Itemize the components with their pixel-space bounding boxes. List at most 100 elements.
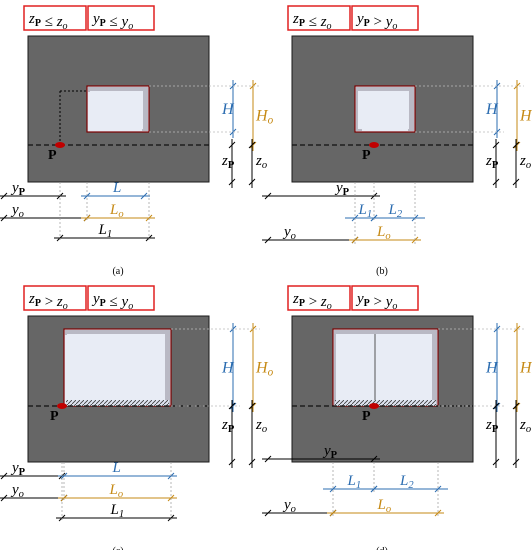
dimension-tick — [434, 485, 442, 493]
point-p-label: P — [50, 409, 59, 424]
condition-badge-y-text: yP ≤ yo — [91, 11, 133, 32]
condition-badge-z-text: zP > zo — [28, 291, 68, 312]
symbol: y — [91, 291, 100, 307]
label-Lo-base: L — [376, 224, 385, 240]
dimension-tick — [248, 458, 256, 466]
condition-badge-y: yP ≤ yo — [87, 285, 155, 312]
symbol: z — [320, 14, 327, 30]
dimension-tick — [249, 402, 257, 410]
label-L: L — [112, 460, 121, 476]
symbol: y — [120, 294, 129, 310]
label-Ho-base: H — [255, 360, 269, 377]
condition-badge-y-text: yP > yo — [355, 291, 397, 312]
label-L2-base: L — [388, 202, 397, 218]
label-L2-sub: 2 — [397, 209, 403, 220]
condition-badge-y-box — [351, 5, 419, 31]
dimension-tick — [434, 509, 442, 517]
label-Lo: Lo — [109, 202, 124, 220]
label-Lo-base: L — [377, 497, 386, 513]
label-yP: yP — [334, 180, 350, 198]
label-zP: zP — [221, 153, 235, 171]
zP-dimension — [228, 400, 236, 468]
label-zP-base: z — [485, 153, 492, 169]
dimension-tick — [512, 402, 520, 410]
label-zP-sub: P — [228, 424, 235, 435]
label-Lo-base: L — [109, 202, 118, 218]
symbol-sub: o — [63, 21, 68, 32]
window-side-reveal — [431, 330, 437, 405]
symbol: y — [355, 291, 364, 307]
window-side-reveal — [164, 330, 170, 405]
symbol: y — [120, 14, 129, 30]
condition-badge-y-box — [87, 5, 155, 31]
symbol-sub: o — [63, 301, 68, 312]
symbol: y — [91, 11, 100, 27]
point-p-label: P — [362, 148, 371, 163]
dimension-tick — [370, 485, 378, 493]
label-yo-sub: o — [19, 209, 24, 220]
dimension-tick — [492, 402, 500, 410]
operator: > — [45, 294, 53, 310]
condition-badge-z-box — [23, 285, 87, 311]
condition-badge-z: zP > zo — [287, 285, 351, 312]
symbol: z — [292, 291, 299, 307]
symbol-sub: P — [364, 18, 370, 29]
point-p-marker — [369, 142, 379, 148]
condition-badge-y: yP ≤ yo — [87, 5, 155, 32]
zo-dimension — [248, 400, 256, 468]
label-H: H — [221, 360, 235, 377]
dimension-tick — [492, 141, 500, 149]
label-Lo: Lo — [377, 497, 392, 515]
label-yP-sub: P — [19, 187, 26, 198]
dimension-tick — [0, 494, 8, 502]
condition-badge-y-text: yP > yo — [355, 11, 397, 32]
label-Ho: Ho — [519, 108, 532, 127]
label-yP-base: y — [10, 460, 19, 476]
label-Lo-base: L — [109, 482, 118, 498]
label-zo-base: z — [519, 417, 526, 433]
dimension-tick — [248, 178, 256, 186]
symbol-sub: o — [327, 301, 332, 312]
label-L1: L1 — [110, 502, 125, 520]
label-zP: zP — [221, 417, 235, 435]
label-Lo-sub: o — [386, 504, 391, 515]
dimension-tick — [248, 402, 256, 410]
symbol-sub: P — [100, 18, 106, 29]
condition-badge-y-text: yP ≤ yo — [91, 291, 133, 312]
symbol-sub: P — [364, 298, 370, 309]
label-Ho: Ho — [519, 360, 532, 379]
condition-badge-z: zP ≤ zo — [23, 5, 87, 32]
label-L1-sub: 1 — [119, 509, 124, 520]
symbol-sub: P — [35, 298, 41, 309]
dimension-tick — [264, 509, 272, 517]
label-Ho-base: H — [255, 108, 269, 125]
window-sill-hatch — [66, 400, 169, 406]
H-dimension — [493, 323, 501, 412]
symbol-sub: P — [299, 298, 305, 309]
dimension-tick — [228, 141, 236, 149]
point-p-marker — [369, 403, 379, 409]
label-yP: yP — [10, 460, 26, 478]
label-L2-base: L — [399, 473, 408, 489]
symbol: y — [384, 14, 393, 30]
operator: ≤ — [110, 14, 118, 30]
condition-badge-z-box — [23, 5, 87, 31]
window-top-reveal — [88, 87, 148, 92]
dimension-tick — [492, 178, 500, 186]
label-yP-sub: P — [343, 187, 350, 198]
label-yP: yP — [322, 443, 338, 461]
point-p-label: P — [48, 148, 57, 163]
condition-badge-z-text: zP ≤ zo — [28, 11, 68, 32]
condition-badge-y: yP > yo — [351, 285, 419, 312]
label-L1-base: L — [358, 202, 367, 218]
window-side-reveal — [408, 87, 414, 131]
window-pane — [67, 334, 165, 403]
dimension-tick — [513, 325, 521, 333]
label-L1: L1 — [347, 473, 362, 491]
label-zo-sub: o — [262, 160, 267, 171]
label-L1-sub: 1 — [107, 229, 112, 240]
